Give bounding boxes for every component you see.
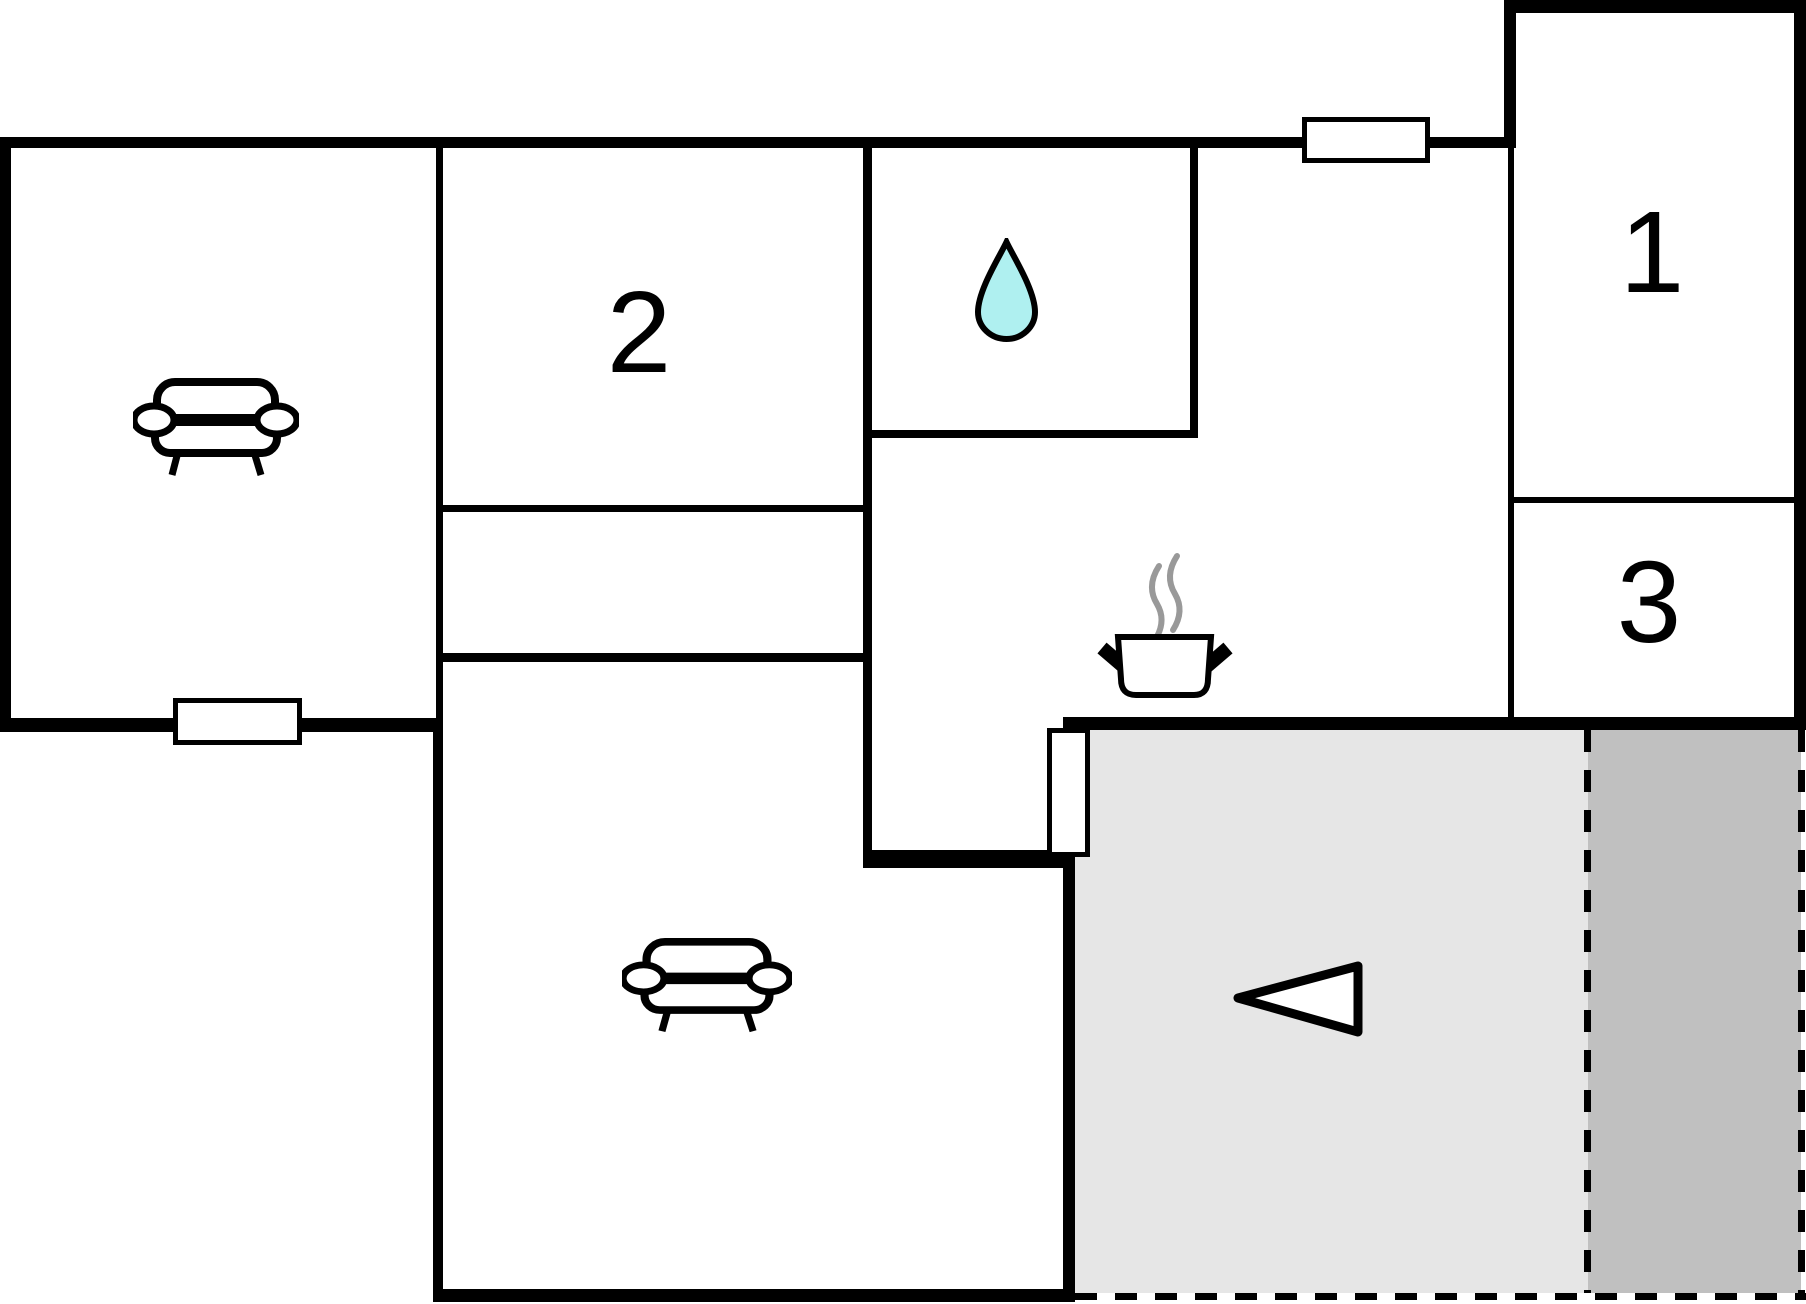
wall-hallway-top — [443, 505, 866, 512]
wall-right-outer — [1794, 0, 1806, 730]
wall-kitchen-bottom — [863, 850, 1075, 868]
dashed-boundary-right — [1798, 730, 1805, 1293]
steam-icon — [1149, 563, 1165, 643]
room-label-2: 2 — [606, 267, 672, 397]
room-label-1: 1 — [1619, 187, 1685, 317]
sofa-icon — [133, 378, 299, 477]
dashed-boundary-left — [1584, 730, 1591, 1293]
sofa-icon — [622, 938, 792, 1033]
wall-bathroom-bottom — [863, 430, 1198, 438]
covered-terrace-area — [1588, 730, 1801, 1293]
wall-top-main — [0, 137, 1516, 148]
wall-room1-left-thick — [1504, 0, 1516, 148]
wall-hallway-bottom — [443, 653, 866, 662]
dashed-boundary-bottom — [1075, 1293, 1806, 1300]
wall-rooms13-left — [1508, 148, 1514, 717]
water-drop-icon — [975, 238, 1038, 342]
window-left — [173, 698, 302, 745]
steam-icon — [1167, 553, 1183, 633]
door-terrace — [1047, 728, 1090, 857]
wall-living-left — [433, 718, 443, 1302]
wall-south — [1063, 717, 1806, 730]
direction-arrow-icon — [1233, 961, 1363, 1037]
wall-bathroom-right — [1190, 148, 1198, 438]
wall-bathroom-left — [863, 148, 872, 868]
window-top — [1302, 117, 1430, 163]
wall-living-bottom — [433, 1289, 1075, 1302]
wall-room1-room3-divider — [1514, 497, 1806, 503]
cooking-pot-icon — [1097, 553, 1233, 698]
wall-room1-top — [1504, 0, 1806, 13]
wall-left-outer — [0, 137, 11, 732]
room-label-3: 3 — [1616, 537, 1682, 667]
wall-lounge-room2-divider — [436, 148, 443, 718]
wall-living-right — [1063, 868, 1075, 1302]
